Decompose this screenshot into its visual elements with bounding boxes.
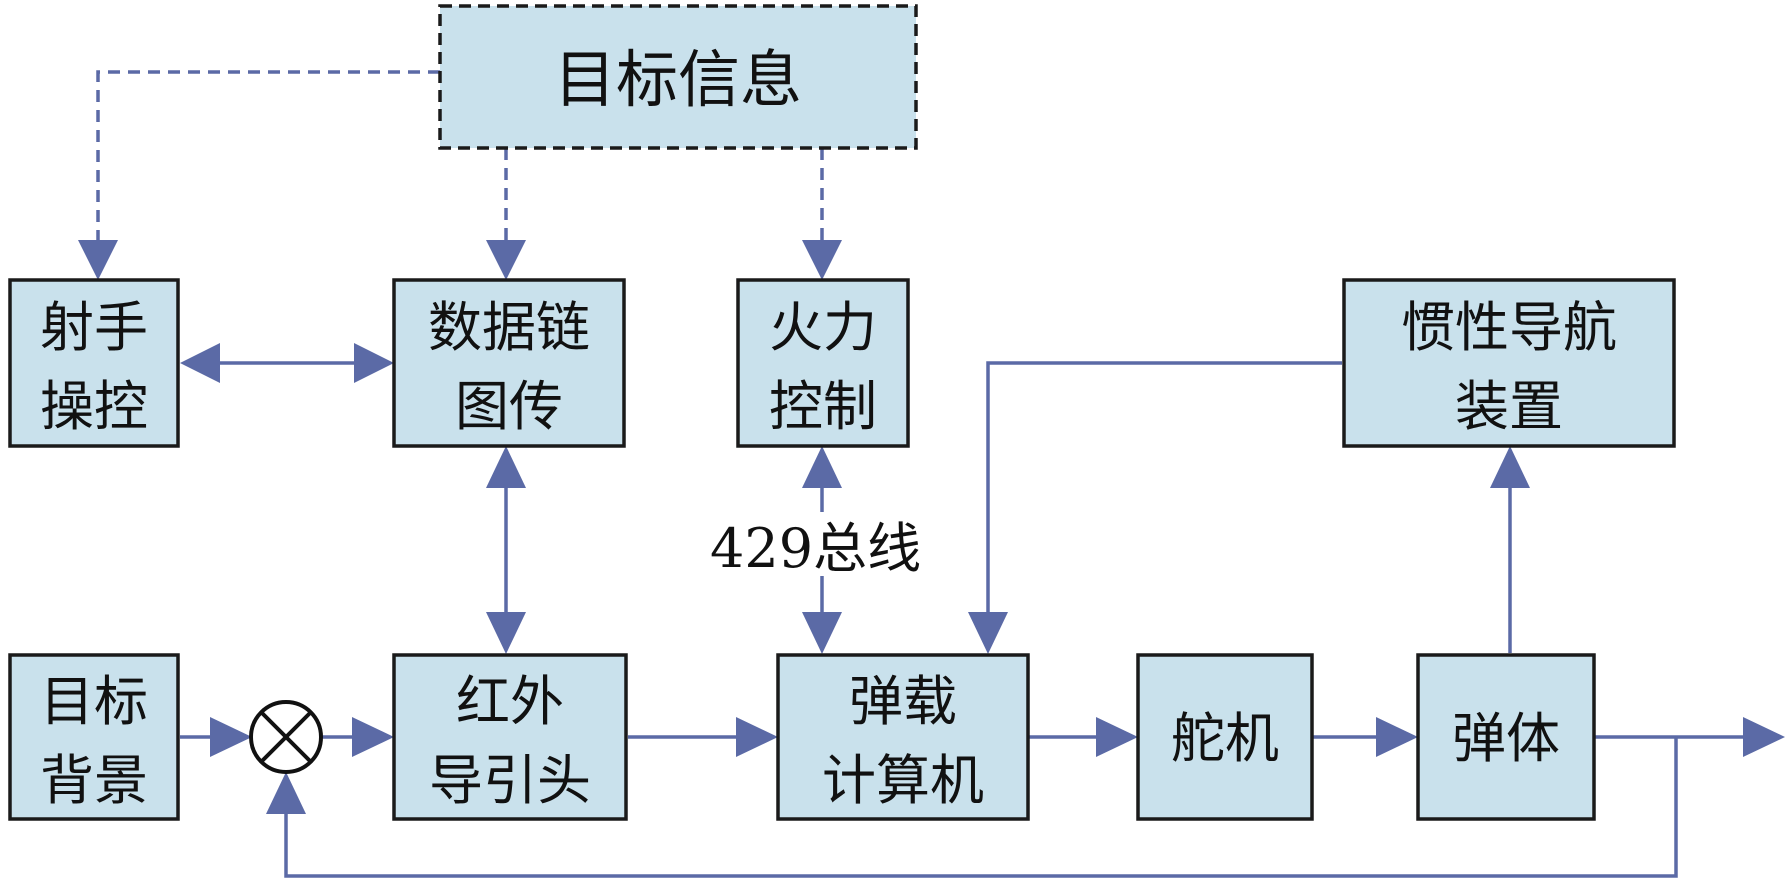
block-servo: 舵机 (1136, 653, 1314, 821)
block-ir-seeker-line1: 红外 (456, 670, 564, 733)
arrowhead (210, 717, 252, 757)
arrowhead (802, 446, 842, 488)
block-fire-control: 火力 控制 (736, 278, 910, 448)
block-ins-line1: 惯性导航 (1401, 296, 1617, 359)
arrowhead (1490, 446, 1530, 488)
arrowhead (802, 612, 842, 654)
block-ir-seeker-line2: 导引头 (429, 749, 591, 812)
feedback-loop (284, 737, 1678, 878)
block-ins-line2: 装置 (1455, 375, 1563, 438)
arrowhead (1376, 717, 1418, 757)
block-target-info-label: 目标信息 (554, 43, 802, 116)
arrowhead (1096, 717, 1138, 757)
block-target-background-line2: 背景 (40, 749, 148, 812)
link-ins-computer (986, 361, 1342, 618)
block-missile-body: 弹体 (1416, 653, 1596, 821)
block-onboard-computer-line1: 弹载 (849, 670, 957, 733)
block-gunner-line2: 操控 (40, 375, 148, 438)
block-onboard-computer-line2: 计算机 (822, 749, 984, 812)
arrowhead (354, 343, 394, 383)
arrowhead (486, 446, 526, 488)
arrowhead (78, 240, 118, 280)
block-fire-control-line2: 控制 (769, 375, 877, 438)
arrowhead (802, 240, 842, 280)
bus-label: 429总线 (710, 517, 921, 580)
block-datalink-line2: 图传 (455, 375, 563, 438)
arrowhead (352, 717, 394, 757)
block-missile-body-label: 弹体 (1452, 707, 1560, 770)
summing-junction (249, 700, 323, 774)
block-servo-label: 舵机 (1171, 707, 1279, 770)
block-ir-seeker: 红外 导引头 (392, 653, 628, 821)
block-target-background-line1: 目标 (40, 670, 148, 733)
block-target-background: 目标 背景 (8, 653, 180, 821)
block-target-info: 目标信息 (438, 4, 918, 150)
arrowhead (486, 240, 526, 280)
arrowhead (968, 612, 1008, 654)
block-datalink-line1: 数据链 (428, 296, 590, 359)
block-datalink: 数据链 图传 (392, 278, 626, 448)
block-gunner-line1: 射手 (40, 296, 148, 359)
arrowhead (486, 612, 526, 654)
block-fire-control-line1: 火力 (769, 296, 877, 359)
block-gunner: 射手 操控 (8, 278, 180, 448)
arrowhead (736, 717, 778, 757)
block-onboard-computer: 弹载 计算机 (776, 653, 1030, 821)
block-ins: 惯性导航 装置 (1342, 278, 1676, 448)
arrowhead (180, 343, 220, 383)
arrowhead (1743, 717, 1785, 757)
arrowhead (266, 772, 306, 814)
dashed-link-target-to-gunner (96, 70, 440, 240)
